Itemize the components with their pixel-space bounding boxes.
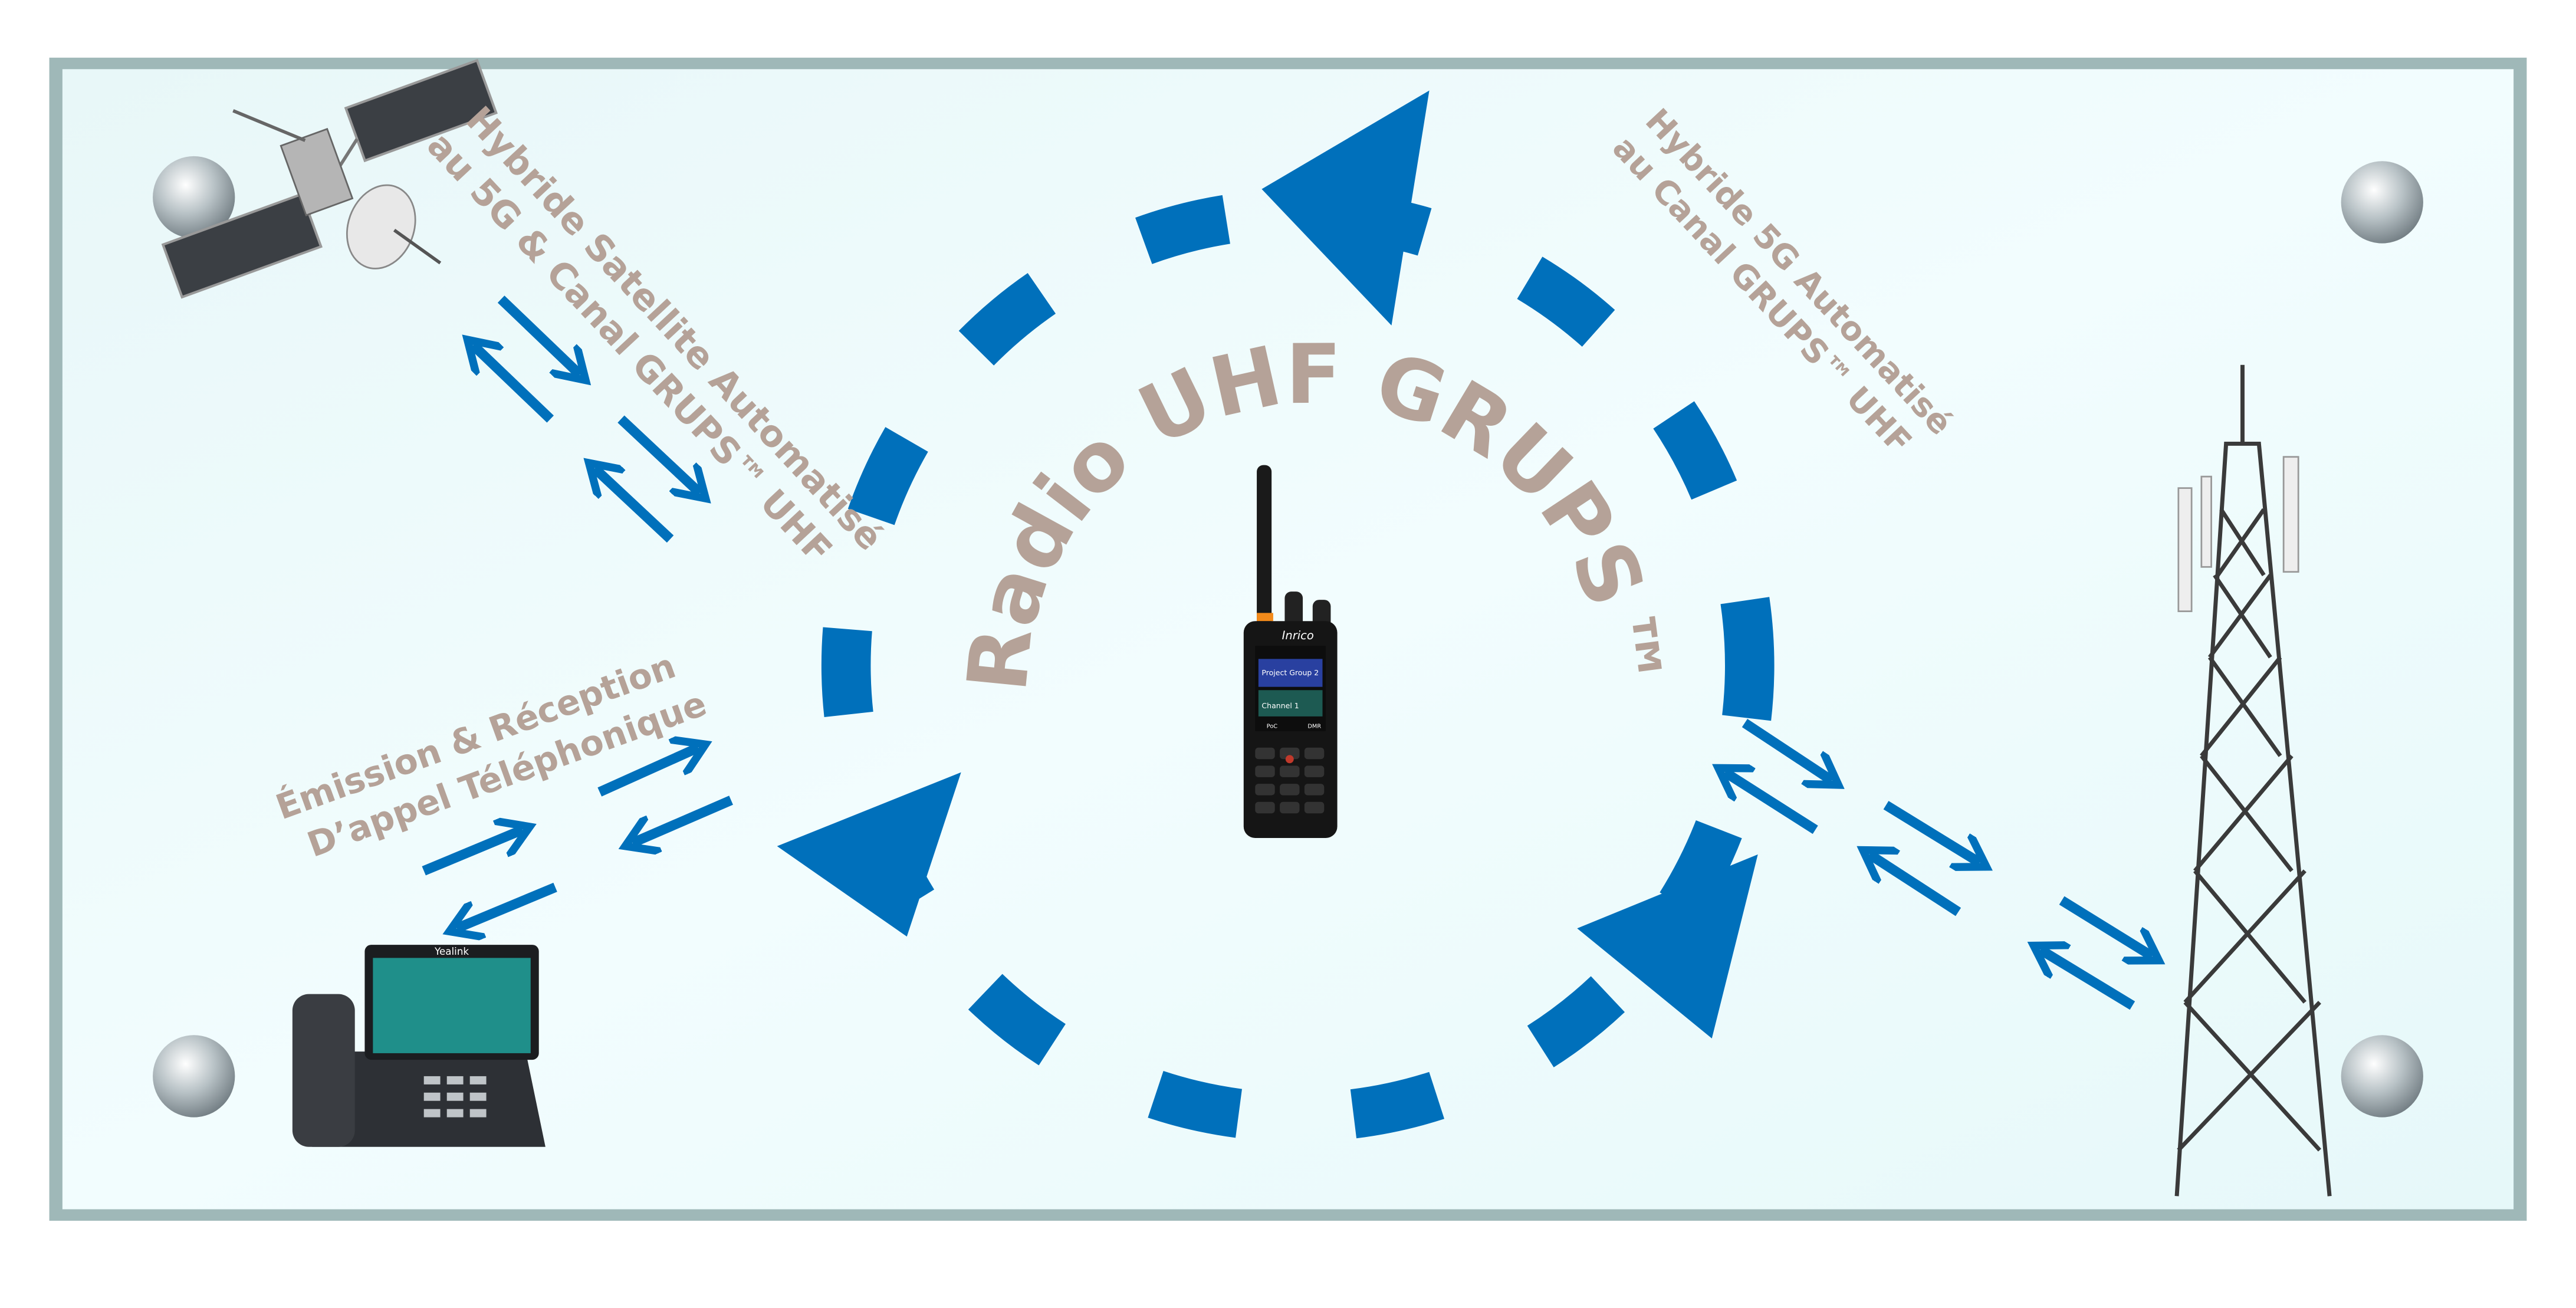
signal-arrows-phone xyxy=(422,748,733,928)
screw-icon xyxy=(2341,161,2423,244)
radio-softkey-left: PoC xyxy=(1267,723,1277,729)
screw-icon xyxy=(2341,1035,2423,1118)
radio-handset-icon: Inrico Project Group 2 Channel 1 PoC DMR xyxy=(1243,465,1338,838)
signal-arrows-tower xyxy=(1725,719,2152,1010)
satellite-icon xyxy=(161,58,498,299)
screw-icon xyxy=(153,156,235,239)
radio-group-label: Project Group 2 xyxy=(1261,668,1319,677)
radio-channel-label: Channel 1 xyxy=(1261,701,1299,710)
desk-phone-icon: Yealink xyxy=(292,945,546,1147)
signal-arrows-satellite xyxy=(473,295,699,543)
radio-softkey-right: DMR xyxy=(1307,723,1321,729)
phone-brand: Yealink xyxy=(434,945,469,957)
cycle-arrowhead-right xyxy=(1577,854,1758,1038)
radio-brand: Inrico xyxy=(1282,629,1314,642)
cell-tower-icon xyxy=(2174,364,2332,1197)
dashed-cycle-ring xyxy=(821,189,1775,1142)
cycle-arrowhead-left xyxy=(777,772,961,937)
screw-icon xyxy=(153,1035,235,1118)
cycle-arrowhead-top xyxy=(1261,90,1430,326)
